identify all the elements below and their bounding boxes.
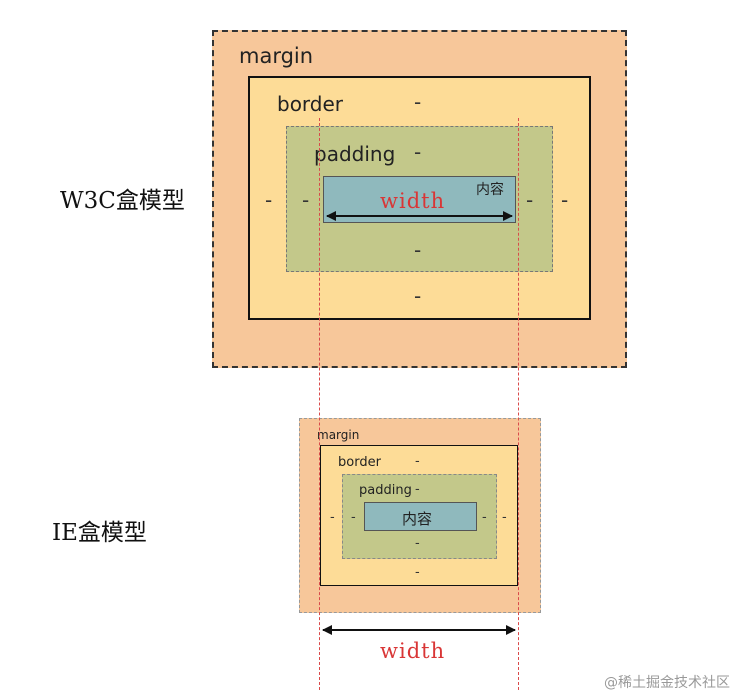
w3c-border-bottom-dash: - <box>414 284 422 308</box>
w3c-padding-label: padding <box>314 142 396 166</box>
w3c-padding-bottom-dash: - <box>414 238 422 262</box>
w3c-border-right-dash: - <box>561 188 569 212</box>
ie-padding-label: padding <box>359 483 412 498</box>
w3c-border-top-dash: - <box>414 90 422 114</box>
ie-content-label: 内容 <box>402 510 433 528</box>
ie-padding-left-dash: - <box>351 510 356 525</box>
ie-border-bottom-dash: - <box>415 565 420 580</box>
ie-border-left-dash: - <box>330 510 335 525</box>
ie-border-right-dash: - <box>502 510 507 525</box>
w3c-border-label: border <box>277 92 344 116</box>
w3c-border-left-dash: - <box>265 188 273 212</box>
w3c-margin-label: margin <box>239 44 314 68</box>
w3c-content-label: 内容 <box>476 182 504 198</box>
ie-padding-right-dash: - <box>482 510 487 525</box>
ie-content-box <box>364 502 477 531</box>
watermark: @稀土掘金技术社区 <box>604 675 730 691</box>
ie-border-label: border <box>338 455 381 470</box>
w3c-width-label: width <box>380 189 446 213</box>
ie-padding-top-dash: - <box>415 482 420 497</box>
ie-box-model-title: IE盒模型 <box>52 520 147 546</box>
ie-margin-label: margin <box>317 428 360 442</box>
w3c-padding-left-dash: - <box>302 188 310 212</box>
w3c-padding-right-dash: - <box>526 188 534 212</box>
right-width-guide-line <box>518 118 519 690</box>
w3c-box-model-title: W3C盒模型 <box>60 188 185 214</box>
w3c-padding-top-dash: - <box>414 140 422 164</box>
left-width-guide-line <box>319 118 320 690</box>
ie-width-label: width <box>380 639 446 663</box>
ie-border-top-dash: - <box>415 454 420 469</box>
ie-padding-bottom-dash: - <box>415 536 420 551</box>
